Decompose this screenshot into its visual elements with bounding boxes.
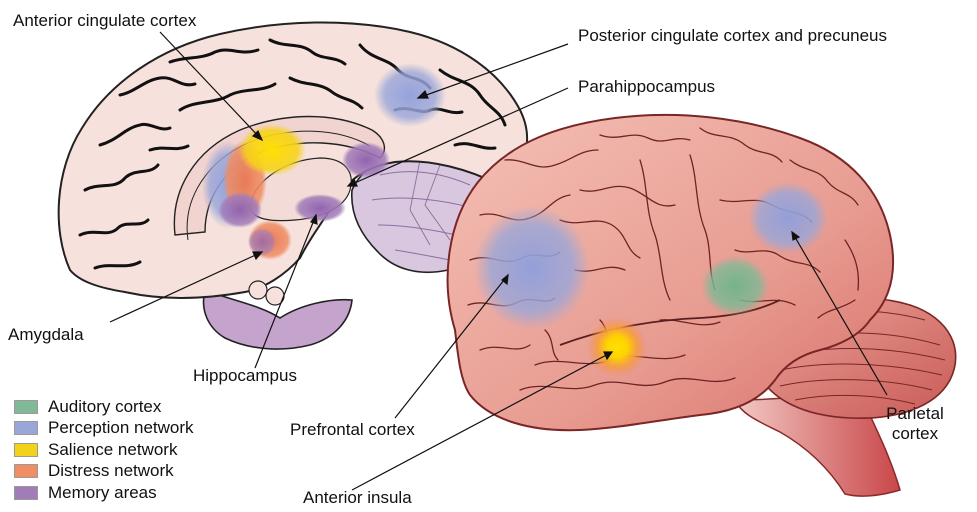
- label-anterior-cingulate: Anterior cingulate cortex: [13, 11, 196, 31]
- ant-cingulate-memory-spot: [218, 192, 262, 228]
- parietal-spot: [748, 182, 828, 254]
- legend-label: Perception network: [48, 418, 194, 438]
- legend-item-perception: Perception network: [14, 418, 194, 440]
- auditory-spot: [701, 256, 769, 316]
- label-prefrontal: Prefrontal cortex: [290, 420, 415, 440]
- legend-swatch: [14, 443, 38, 457]
- legend-item-memory: Memory areas: [14, 482, 194, 504]
- parahippocampus-spot: [342, 142, 390, 178]
- legend-swatch: [14, 464, 38, 478]
- legend-swatch: [14, 400, 38, 414]
- label-posterior-cingulate: Posterior cingulate cortex and precuneus: [578, 26, 887, 46]
- legend-swatch: [14, 486, 38, 500]
- hippocampus-spot: [294, 194, 346, 222]
- posterior-cingulate-spot: [374, 63, 446, 127]
- legend-item-salience: Salience network: [14, 439, 194, 461]
- prefrontal-spot: [474, 206, 590, 330]
- label-parietal: Parietal cortex: [880, 404, 950, 444]
- label-hippocampus: Hippocampus: [193, 366, 297, 386]
- label-parahippocampus: Parahippocampus: [578, 77, 715, 97]
- legend-item-auditory: Auditory cortex: [14, 396, 194, 418]
- label-amygdala: Amygdala: [8, 325, 84, 345]
- label-anterior-insula: Anterior insula: [303, 488, 412, 508]
- ant-cingulate-salience-spot: [238, 124, 306, 176]
- legend-item-distress: Distress network: [14, 461, 194, 483]
- legend: Auditory cortex Perception network Salie…: [14, 396, 194, 504]
- insula-spot: [587, 317, 647, 377]
- legend-label: Memory areas: [48, 483, 157, 503]
- legend-label: Distress network: [48, 461, 174, 481]
- legend-label: Salience network: [48, 440, 177, 460]
- legend-swatch: [14, 421, 38, 435]
- legend-label: Auditory cortex: [48, 397, 161, 417]
